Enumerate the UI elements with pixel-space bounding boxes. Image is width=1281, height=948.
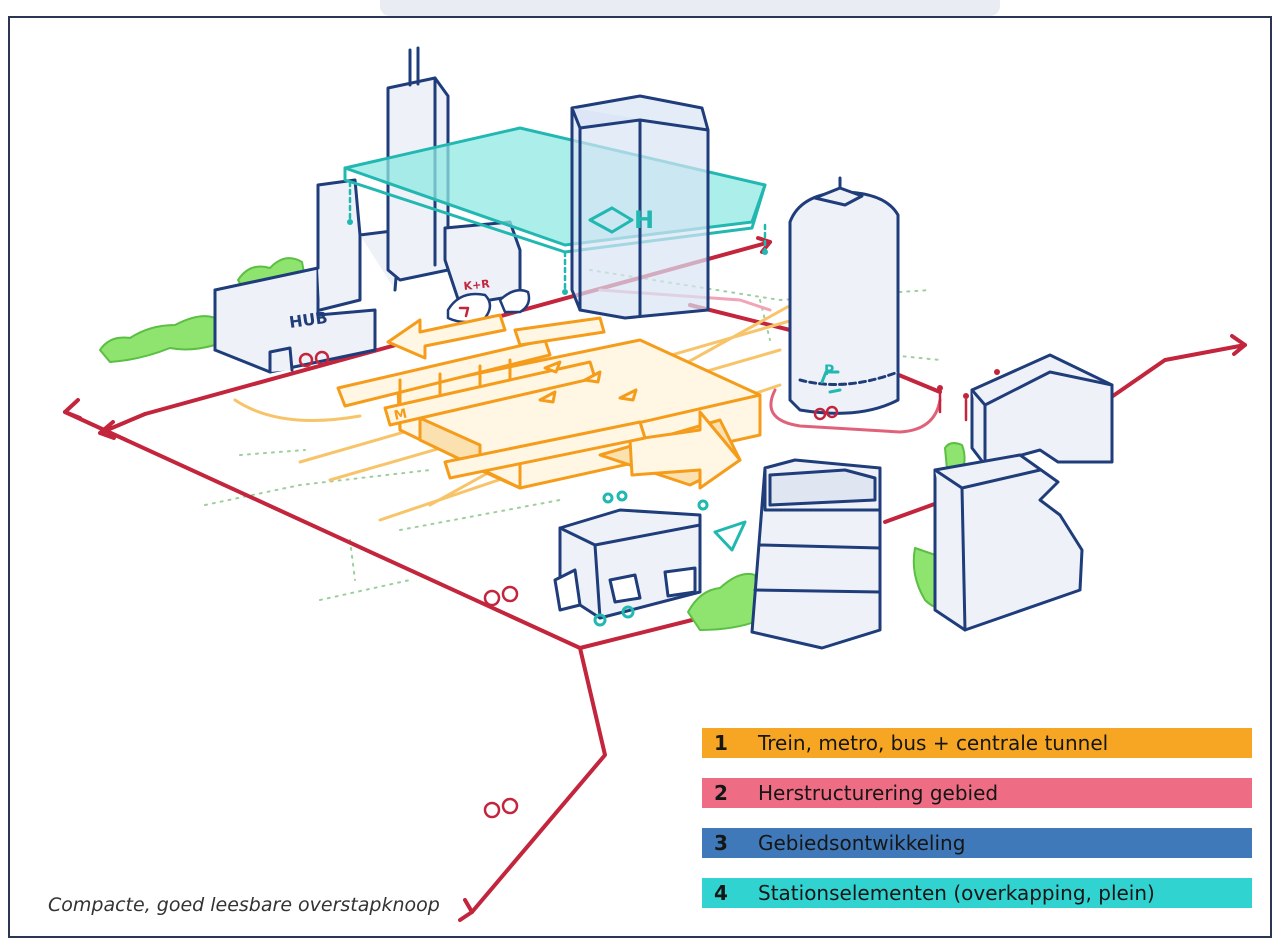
legend-item-2: 2 Herstructurering gebied	[702, 778, 1252, 808]
top-tab	[380, 0, 1000, 16]
station-sign	[588, 206, 634, 234]
kr-label: K+R	[463, 277, 491, 293]
pink-route	[769, 388, 942, 434]
legend-number: 3	[714, 831, 728, 855]
parking-label: P	[824, 363, 834, 379]
legend-number: 1	[714, 731, 728, 755]
parking-tower	[788, 176, 900, 415]
station-tower	[570, 94, 710, 320]
legend-label: Trein, metro, bus + centrale tunnel	[758, 731, 1109, 755]
transit-hub	[336, 313, 762, 490]
metro-label: M	[393, 407, 409, 424]
lower-right-building	[933, 453, 1084, 632]
legend-item-3: 3 Gebiedsontwikkeling	[702, 828, 1252, 858]
station-entrance-symbols	[593, 370, 842, 627]
bike-symbols	[298, 350, 839, 819]
legend-label: Herstructurering gebied	[758, 781, 999, 805]
figure-caption: Compacte, goed leesbare overstapknoop	[48, 894, 440, 916]
legend-label: Stationselementen (overkapping, plein)	[758, 881, 1155, 905]
legend-label: Gebiedsontwikkeling	[758, 831, 966, 855]
legend-item-4: 4 Stationselementen (overkapping, plein)	[702, 878, 1252, 908]
right-building	[970, 353, 1114, 467]
pedestrian-symbols	[938, 390, 968, 422]
station-h-label: H	[634, 206, 654, 234]
legend-item-1: 1 Trein, metro, bus + centrale tunnel	[702, 728, 1252, 758]
stacked-building	[750, 458, 882, 650]
bus-station	[553, 508, 702, 620]
legend-number: 4	[714, 881, 728, 905]
legend-number: 2	[714, 781, 728, 805]
